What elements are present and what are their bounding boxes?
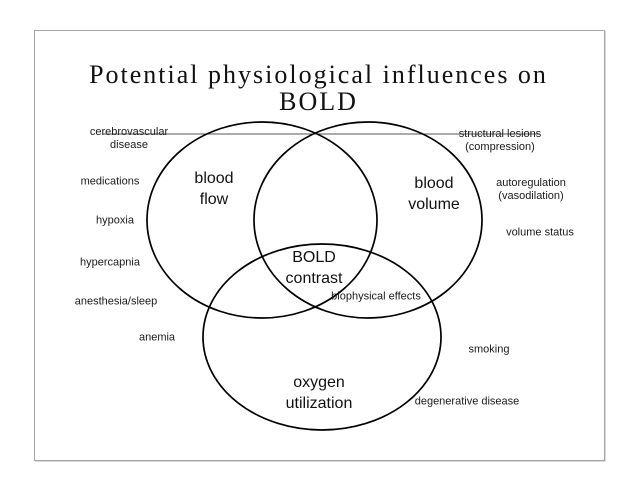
annotation-anemia: anemia bbox=[138, 331, 176, 344]
blood-flow-label: blood flow bbox=[194, 170, 234, 208]
annotation-hypercapnia: hypercapnia bbox=[80, 256, 140, 269]
annotation-anesthesia-sleep: anesthesia/sleep bbox=[74, 295, 158, 308]
annotation-degenerative-disease: degenerative disease bbox=[414, 395, 520, 408]
annotation-structural-lesions: structural lesions (compression) bbox=[458, 128, 542, 153]
oxygen-utilization-circle bbox=[202, 243, 442, 431]
slide-frame bbox=[34, 30, 605, 461]
annotation-medications: medications bbox=[80, 175, 140, 188]
blood-volume-label: blood volume bbox=[408, 175, 460, 213]
annotation-smoking: smoking bbox=[468, 343, 510, 356]
annotation-hypoxia: hypoxia bbox=[96, 214, 134, 227]
blood-flow-circle bbox=[146, 121, 378, 319]
annotation-volume-status: volume status bbox=[506, 226, 574, 239]
bold-contrast-label: BOLD contrast bbox=[285, 249, 343, 287]
oxygen-utilization-label: oxygen utilization bbox=[285, 374, 353, 412]
annotation-autoregulation: autoregulation (vasodilation) bbox=[496, 177, 566, 202]
annotation-biophysical-effects: biophysical effects bbox=[331, 290, 421, 303]
slide-title: Potential physiological influences on BO… bbox=[89, 60, 548, 116]
annotation-cerebrovascular-disease: cerebrovascular disease bbox=[89, 126, 169, 151]
blood-volume-circle bbox=[253, 121, 483, 319]
